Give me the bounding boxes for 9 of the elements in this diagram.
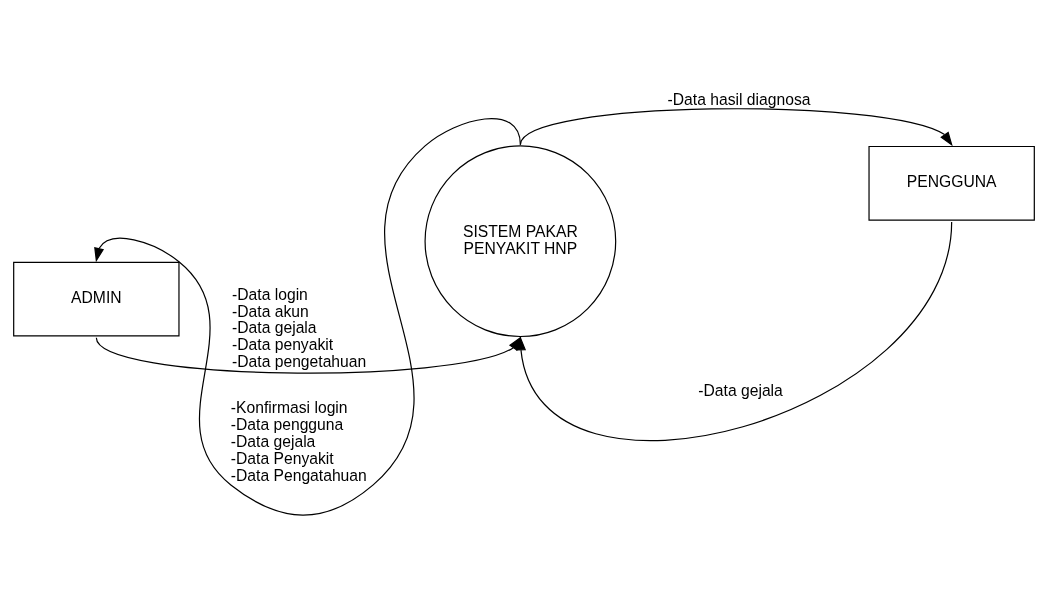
- node-circle: SISTEM PAKAR PENYAKIT HNP: [424, 145, 617, 338]
- edge-label: -Data hasil diagnosa: [667, 91, 811, 109]
- arrow: [519, 108, 953, 147]
- edge-label: -Data login -Data akun -Data gejala -Data penyakit -Data pengetahuan: [232, 285, 367, 371]
- edge-label: -Data gejala: [698, 382, 783, 400]
- node-box: PENGGUNA: [868, 145, 1035, 221]
- arrow: [515, 221, 953, 442]
- edge-label: -Konfirmasi login -Data pengguna -Data gejala -Data Penyakit -Data Pengatahuan: [230, 399, 367, 484]
- node-box: ADMIN: [13, 261, 180, 337]
